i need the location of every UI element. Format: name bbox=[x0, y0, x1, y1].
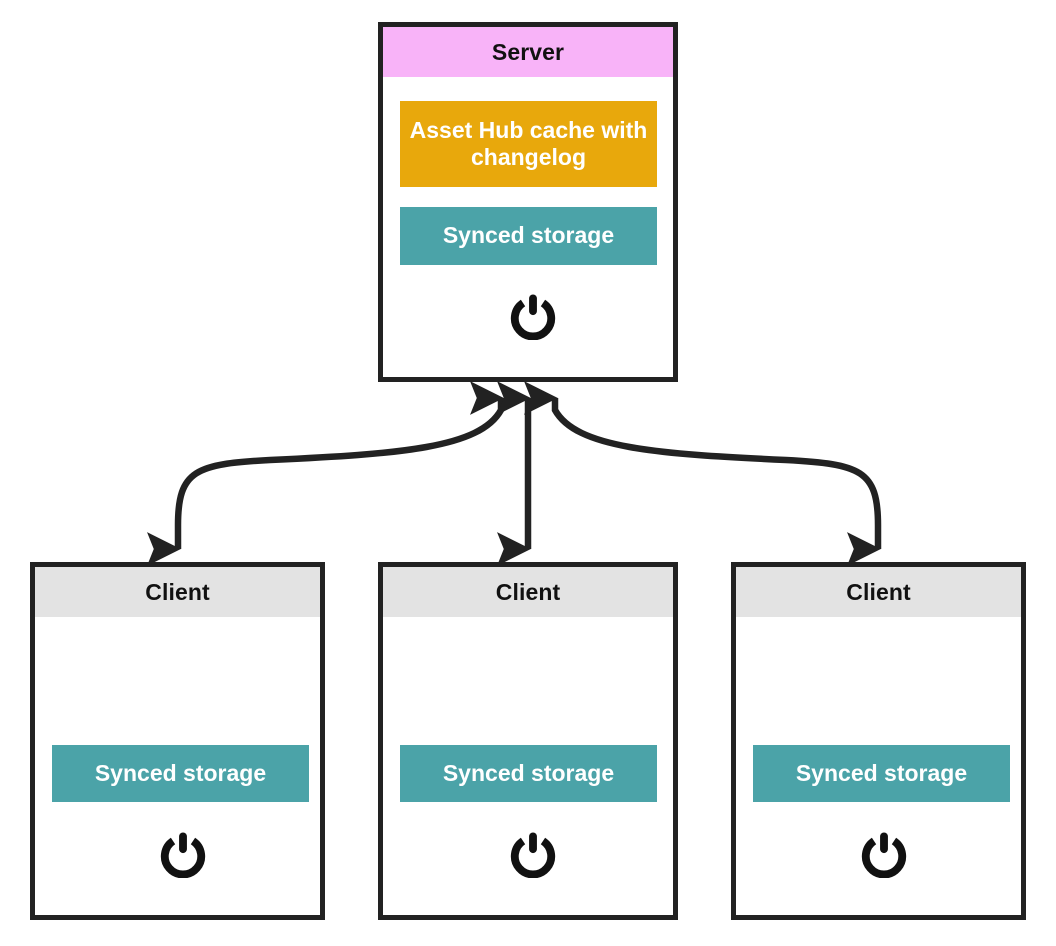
client-header: Client bbox=[736, 567, 1021, 617]
client-node-right[interactable]: Client Synced storage bbox=[731, 562, 1026, 920]
power-icon[interactable] bbox=[160, 832, 206, 878]
client-synced-storage-chip[interactable]: Synced storage bbox=[753, 745, 1010, 802]
asset-hub-cache-chip[interactable]: Asset Hub cache with changelog bbox=[400, 101, 657, 187]
client-synced-storage-chip[interactable]: Synced storage bbox=[400, 745, 657, 802]
power-icon[interactable] bbox=[861, 832, 907, 878]
connector-server-client-left bbox=[147, 381, 505, 566]
power-icon[interactable] bbox=[510, 832, 556, 878]
server-header: Server bbox=[383, 27, 673, 77]
server-node[interactable]: Server Asset Hub cache with changelog Sy… bbox=[378, 22, 678, 382]
client-header: Client bbox=[383, 567, 673, 617]
power-icon[interactable] bbox=[510, 294, 556, 340]
connector-server-client-right bbox=[524, 381, 882, 566]
client-synced-storage-chip[interactable]: Synced storage bbox=[52, 745, 309, 802]
server-synced-storage-chip[interactable]: Synced storage bbox=[400, 207, 657, 265]
client-header: Client bbox=[35, 567, 320, 617]
client-node-left[interactable]: Client Synced storage bbox=[30, 562, 325, 920]
client-node-middle[interactable]: Client Synced storage bbox=[378, 562, 678, 920]
